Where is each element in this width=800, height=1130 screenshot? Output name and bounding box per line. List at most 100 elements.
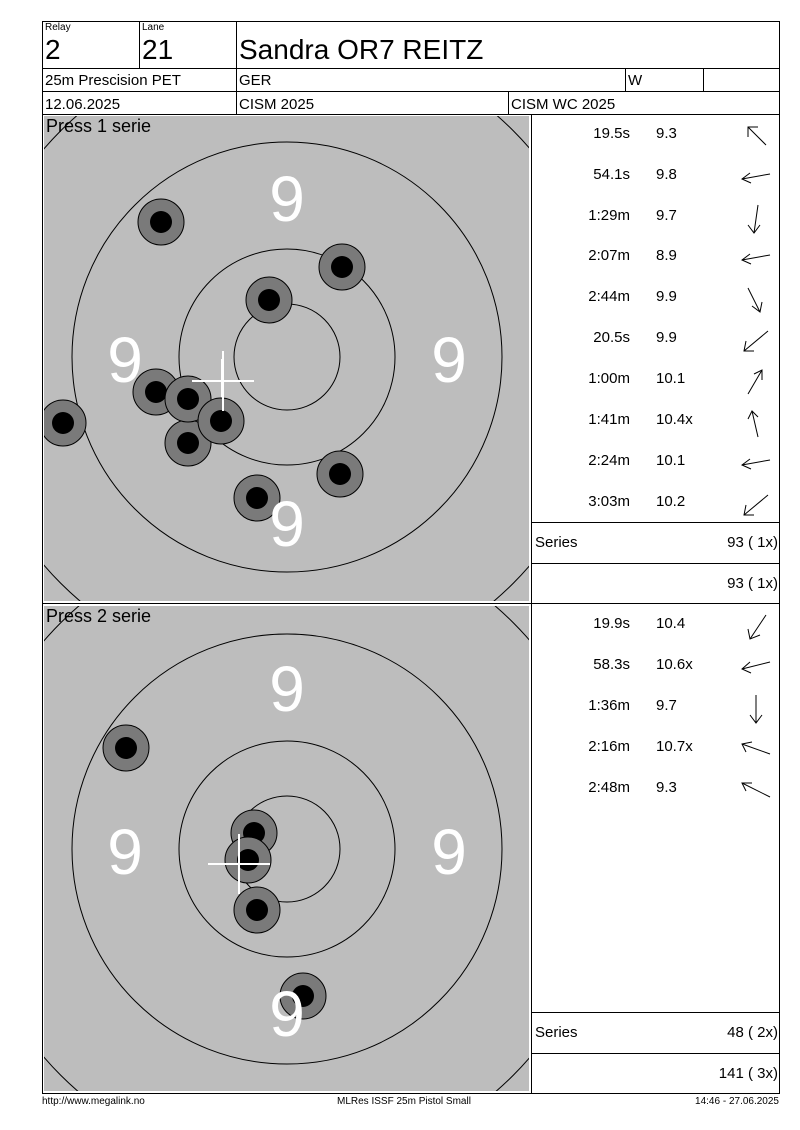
shot-time: 2:48m bbox=[588, 779, 630, 796]
arrow-w-icon bbox=[741, 172, 771, 184]
target-rings-2: 9 9 9 9 bbox=[44, 606, 529, 1091]
arrow-sw-icon bbox=[747, 614, 767, 640]
lane-label: Lane bbox=[142, 22, 165, 33]
shot-hole bbox=[224, 836, 272, 884]
ring-label-left: 9 bbox=[107, 324, 143, 396]
shot-time: 1:41m bbox=[588, 411, 630, 428]
arrow-ne-icon bbox=[747, 369, 763, 395]
shot-row: 58.3s 10.6x bbox=[532, 656, 778, 696]
date-cell: 12.06.2025 bbox=[42, 91, 237, 115]
shot-score: 9.9 bbox=[656, 288, 677, 305]
shot-hole bbox=[316, 450, 364, 498]
series-label-1: Series bbox=[535, 534, 578, 551]
series-1-row-top-rule bbox=[532, 522, 780, 523]
ring-label-top: 9 bbox=[269, 653, 305, 725]
shot-time: 2:24m bbox=[588, 452, 630, 469]
nation: GER bbox=[239, 72, 272, 89]
shot-score: 10.4 bbox=[656, 615, 686, 632]
shot-time: 2:16m bbox=[588, 738, 630, 755]
blank-cell bbox=[703, 68, 780, 92]
shot-hole bbox=[197, 397, 245, 445]
arrow-nw-icon bbox=[741, 782, 771, 798]
arrow-n-icon bbox=[747, 410, 759, 438]
arrow-sw-icon bbox=[743, 494, 769, 516]
shot-hole bbox=[279, 972, 327, 1020]
serie-title-1: Press 1 serie bbox=[46, 116, 152, 136]
nation-cell: GER bbox=[236, 68, 626, 92]
shot-row: 2:24m 10.1 bbox=[532, 452, 778, 492]
shot-row: 1:41m 10.4x bbox=[532, 410, 778, 451]
series-total-2: 48 ( 2x) bbox=[727, 1024, 778, 1041]
shot-hole bbox=[44, 399, 87, 447]
shot-score: 9.7 bbox=[656, 697, 677, 714]
shot-score: 10.2 bbox=[656, 493, 686, 510]
arrow-nw-icon bbox=[741, 741, 771, 755]
shot-hole bbox=[102, 724, 150, 772]
shot-row: 1:00m 10.1 bbox=[532, 369, 778, 410]
shot-hole bbox=[233, 474, 281, 522]
shot-score: 10.4x bbox=[656, 411, 693, 428]
running-total-2: 141 ( 3x) bbox=[718, 1065, 778, 1082]
arrow-w-icon bbox=[741, 661, 771, 674]
shot-score: 9.7 bbox=[656, 207, 677, 224]
results-frame bbox=[42, 114, 780, 1094]
series-1-row-mid-rule bbox=[532, 563, 780, 564]
lane-cell: Lane 21 bbox=[139, 21, 237, 69]
shot-time: 54.1s bbox=[593, 166, 630, 183]
arrow-s-icon bbox=[747, 204, 761, 234]
target-serie-1: 9 9 9 9 Press 1 serie bbox=[44, 116, 529, 601]
athlete-name-cell: Sandra OR7 REITZ bbox=[236, 21, 780, 69]
shot-score: 10.7x bbox=[656, 738, 693, 755]
series-2-row-top-rule bbox=[532, 1012, 780, 1013]
shot-score: 10.1 bbox=[656, 452, 686, 469]
athlete-name: Sandra OR7 REITZ bbox=[239, 34, 484, 65]
shot-score: 9.9 bbox=[656, 329, 677, 346]
footer-timestamp: 14:46 - 27.06.2025 bbox=[695, 1096, 779, 1107]
competition: CISM 2025 bbox=[239, 96, 315, 113]
running-total-1: 93 ( 1x) bbox=[727, 575, 778, 592]
arrow-sw-icon bbox=[743, 330, 769, 352]
ring-label-top: 9 bbox=[269, 163, 305, 235]
relay-value: 2 bbox=[45, 34, 61, 65]
arrow-se-icon bbox=[747, 287, 763, 313]
arrow-nw-icon bbox=[747, 126, 767, 146]
shot-hole bbox=[245, 276, 293, 324]
shot-row: 2:16m 10.7x bbox=[532, 738, 778, 778]
shot-hole bbox=[164, 375, 212, 423]
shot-score: 9.3 bbox=[656, 125, 677, 142]
series-label-2: Series bbox=[535, 1024, 578, 1041]
lane-value: 21 bbox=[142, 34, 174, 65]
ring-label-bottom: 9 bbox=[269, 488, 305, 560]
date: 12.06.2025 bbox=[45, 96, 121, 113]
shot-time: 1:00m bbox=[588, 370, 630, 387]
footer-url-link[interactable]: http://www.megalink.no bbox=[42, 1096, 145, 1107]
series-2-row-mid-rule bbox=[532, 1053, 780, 1054]
shot-row: 20.5s 9.9 bbox=[532, 329, 778, 369]
target-serie-2: 9 9 9 9 Press 2 serie bbox=[44, 606, 529, 1091]
center-cross-1 bbox=[192, 351, 254, 411]
shot-time: 3:03m bbox=[588, 493, 630, 510]
shot-time: 19.9s bbox=[593, 615, 630, 632]
relay-label: Relay bbox=[45, 22, 71, 33]
arrow-w-icon bbox=[741, 253, 771, 265]
shot-time: 20.5s bbox=[593, 329, 630, 346]
column-divider bbox=[531, 114, 532, 1094]
shot-hole bbox=[233, 886, 281, 934]
gender-cell: W bbox=[625, 68, 704, 92]
shot-holes-1 bbox=[44, 198, 366, 522]
shot-time: 58.3s bbox=[593, 656, 630, 673]
gender: W bbox=[628, 72, 643, 89]
shot-hole bbox=[318, 243, 366, 291]
shot-score: 10.6x bbox=[656, 656, 693, 673]
target-rings-1: 9 9 9 9 bbox=[44, 116, 529, 601]
footer-software: MLRes ISSF 25m Pistol Small bbox=[337, 1096, 471, 1107]
shot-score: 10.1 bbox=[656, 370, 686, 387]
shot-holes-2 bbox=[102, 724, 327, 1020]
